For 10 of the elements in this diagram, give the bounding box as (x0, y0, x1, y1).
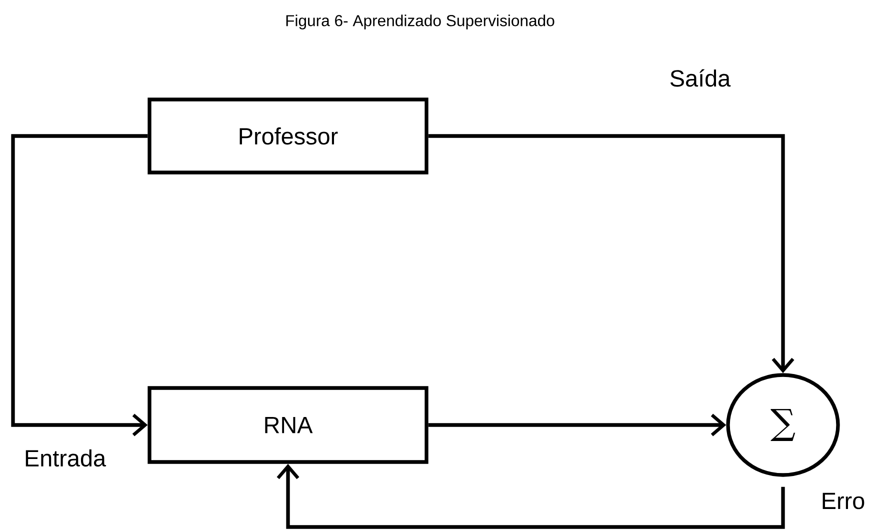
edge-label: Entrada (22, 448, 108, 468)
arrow (428, 134, 794, 374)
process-box: Professor (148, 98, 428, 174)
figure-title: Figura 6- Aprendizado Supervisionado (286, 14, 554, 30)
edge-label: Erro (820, 492, 866, 510)
arrow (276, 464, 785, 529)
arrow (11, 134, 148, 436)
arrow (428, 414, 726, 436)
process-box: RNA (148, 386, 428, 464)
edge-label: Saída (668, 68, 732, 88)
